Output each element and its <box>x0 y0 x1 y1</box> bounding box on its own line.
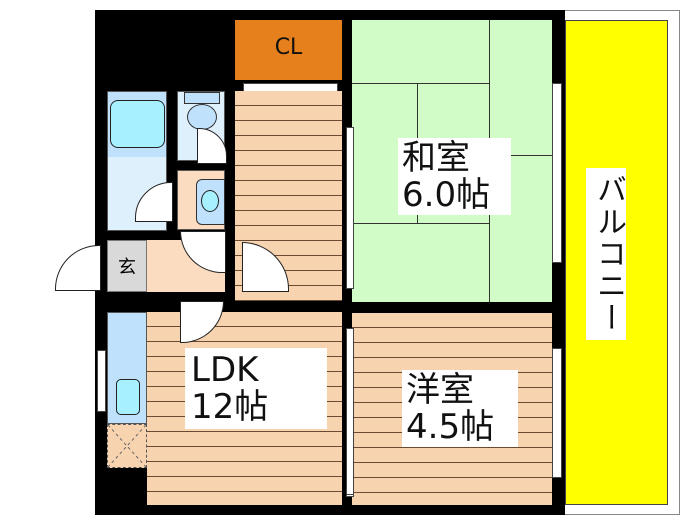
washitsu-window-right[interactable] <box>552 83 562 263</box>
yoshitsu-size: 4.5帖 <box>406 406 495 447</box>
floorplan: バルコニー CL 和室 6.0帖 洋室 4.5帖 LDK 12帖 <box>55 10 680 515</box>
yoshitsu-label: 洋室 4.5帖 <box>402 370 518 448</box>
ldk-name: LDK <box>191 350 259 390</box>
closet: CL <box>235 20 342 80</box>
washitsu-size: 6.0帖 <box>402 174 491 215</box>
yoshitsu-window-right[interactable] <box>552 348 562 478</box>
washroom <box>177 170 225 230</box>
balcony-label: バルコニー <box>586 168 626 340</box>
ldk-sliding-door-right[interactable] <box>346 328 354 495</box>
ldk-size: 12帖 <box>191 386 269 427</box>
entrance-label: 玄 <box>118 257 136 278</box>
toilet-room <box>177 91 225 161</box>
front-door[interactable] <box>55 245 101 291</box>
washitsu-name: 和室 <box>402 138 470 178</box>
kitchen-window[interactable] <box>97 350 106 412</box>
bathtub-icon <box>108 92 166 157</box>
toilet-icon <box>187 104 217 130</box>
hallway <box>235 91 342 301</box>
refrigerator-space <box>107 424 147 468</box>
closet-label: CL <box>274 35 303 60</box>
ldk-label: LDK 12帖 <box>185 348 327 430</box>
sink-icon <box>116 379 140 415</box>
kitchen-counter <box>107 312 147 424</box>
washitsu-label: 和室 6.0帖 <box>398 138 511 216</box>
entrance: 玄 <box>107 240 147 292</box>
yoshitsu <box>352 313 552 505</box>
washitsu-sliding-door-left[interactable] <box>346 127 354 289</box>
washbasin-icon <box>196 179 225 225</box>
yoshitsu-name: 洋室 <box>406 370 474 410</box>
